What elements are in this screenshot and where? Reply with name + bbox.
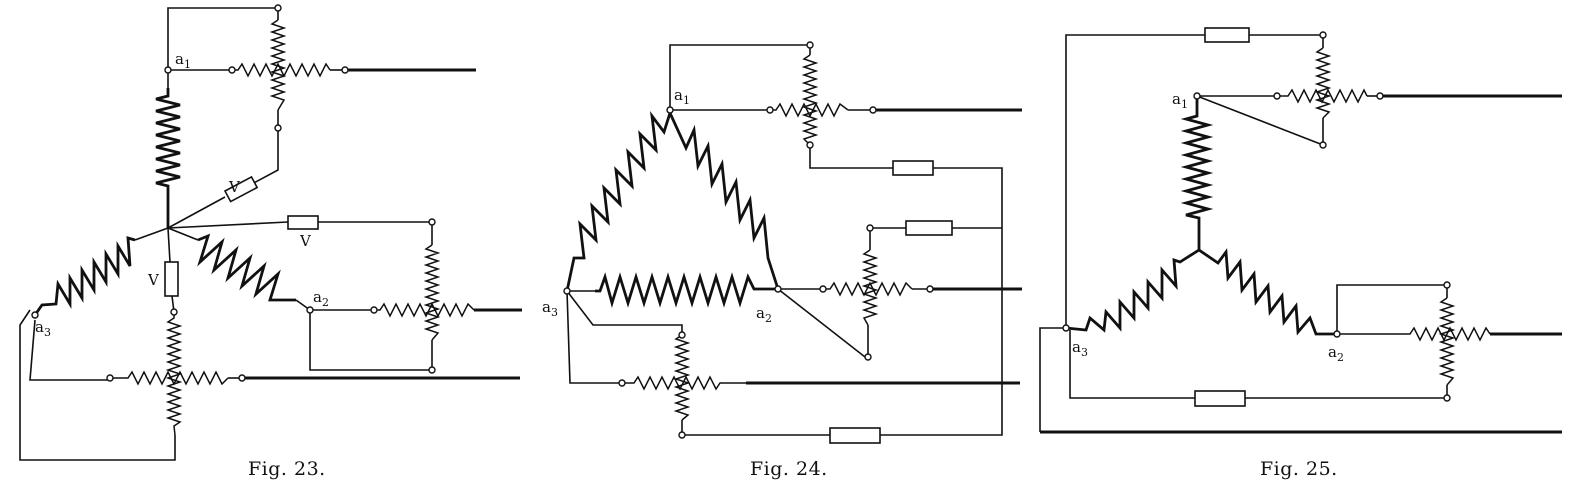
fig24-transformers [622,54,913,421]
fig24-trafo1-primary [770,102,849,118]
fig23-label-v2: V [299,232,312,250]
fig23-nodes [31,4,436,382]
fig24-label-a3: a [542,298,551,316]
fig24-coils [565,111,780,309]
fig24-resistor-1 [892,160,934,176]
fig24-lines [746,108,1022,385]
fig24-trafo2-secondary [861,249,879,326]
fig23-transformers [110,19,475,436]
fig24-label-a2: a [756,304,765,322]
fig25-nodes [1062,31,1451,402]
svg-text:a3: a3 [1072,338,1088,359]
figure-25: a1 a2 a3 [1039,27,1562,434]
svg-text:a3: a3 [542,298,558,319]
figure-23: a1 a2 a3 V V V [19,4,522,461]
fig23-resistor-v3 [164,261,179,297]
fig24-wires [566,44,1003,436]
fig24-coil-a1-a2 [668,112,780,290]
fig23-trafo3-secondary [165,312,183,436]
fig25-resistors [1194,27,1250,407]
fig23-label-v3: V [147,271,160,289]
fig23-trafo2-secondary [423,244,441,341]
fig25-label-a2: a [1328,343,1337,361]
fig25-trafo2-primary [1400,326,1491,342]
fig23-resistors [164,175,319,297]
fig25-caption: Fig. 25. [1260,458,1338,480]
fig25-trafo2-secondary [1438,297,1456,386]
fig23-caption: Fig. 23. [248,458,326,480]
fig25-lines [1040,94,1562,434]
fig25-trafo1-secondary [1314,47,1332,119]
fig23-label-v1: V [228,178,241,196]
fig25-label-a1: a [1172,90,1181,108]
svg-text:a1: a1 [1172,90,1188,111]
fig23-label-a1: a [175,50,184,68]
fig24-trafo2-primary [823,281,913,297]
fig25-labels: a1 a2 a3 [1072,90,1344,364]
fig24-coil-a1-a3 [565,111,672,292]
fig23-resistor-v1 [223,175,259,203]
fig23-resistor-v2 [287,215,319,230]
svg-text:a2: a2 [756,304,772,325]
fig24-label-a1: a [674,86,683,104]
fig25-trafo1-primary [1277,88,1368,104]
fig23-labels: a1 a2 a3 V V V [35,50,329,339]
fig24-coil-a3-a2 [595,272,778,309]
fig24-resistor-2 [905,220,953,236]
fig23-wires [19,7,433,461]
fig24-caption: Fig. 24. [750,458,828,480]
fig25-coil-phase2 [1198,248,1337,336]
fig23-label-a2: a [313,288,322,306]
fig25-coil-phase3 [1065,248,1200,333]
fig25-label-a3: a [1072,338,1081,356]
svg-text:a1: a1 [674,86,690,107]
fig23-lines [242,68,522,380]
fig24-resistor-3 [829,427,881,444]
fig23-coil-phase1 [155,88,181,228]
svg-text:a2: a2 [1328,343,1344,364]
fig24-trafo3-secondary [673,334,691,421]
fig24-nodes [563,41,934,439]
fig25-coil-phase1 [1180,96,1214,250]
fig25-wires [1039,34,1448,432]
fig25-transformers [1277,47,1491,386]
fig23-trafo1-primary [232,62,331,78]
figure-24: a1 a2 a3 [542,41,1022,444]
fig25-resistor-1 [1204,27,1250,43]
fig24-trafo3-primary [622,375,724,391]
svg-text:a3: a3 [35,318,51,339]
fig24-resistors [829,160,953,444]
fig24-labels: a1 a2 a3 [542,86,772,325]
fig24-trafo1-secondary [801,54,819,146]
fig23-coil-phase3 [33,236,136,316]
svg-text:a2: a2 [313,288,329,309]
fig23-label-a3: a [35,318,44,336]
fig23-trafo1-secondary [269,19,287,111]
fig25-coils [1065,96,1337,336]
svg-text:a1: a1 [175,50,191,71]
fig23-coil-phase2 [197,233,296,302]
fig25-resistor-2 [1194,390,1246,407]
fig23-trafo2-primary [374,302,475,318]
fig23-coils [33,88,296,316]
